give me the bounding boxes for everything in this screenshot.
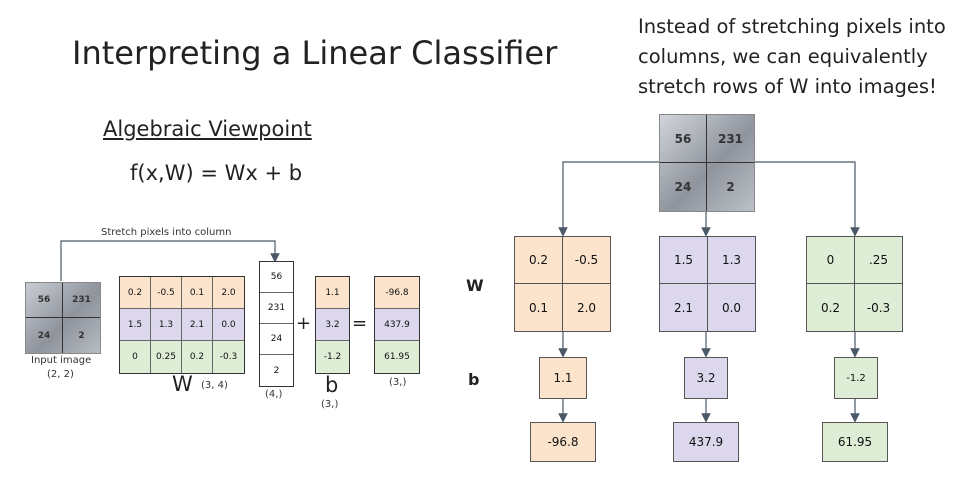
class1-bias: 1.1 [539,357,587,399]
stretch-arrow [60,240,280,281]
result-cell: -96.8 [375,277,419,309]
input-image-label: Input image [31,355,92,366]
class1-w-cell: 0.1 [514,283,563,332]
input-image: 56 231 24 2 [25,282,101,354]
w-cell: 0 [120,341,151,373]
w-shape: (3, 4) [201,380,228,391]
result-cell: 437.9 [375,309,419,341]
x-cell: 56 [260,262,293,293]
w-cell: 2.0 [213,277,244,309]
class2-w-cell: 2.1 [659,283,708,332]
row-label-w: W [466,276,484,295]
plus-sign: + [296,313,312,334]
input-pixel: 56 [26,283,63,318]
class2-bias: 3.2 [684,357,728,399]
note-text: Instead of stretching pixels into column… [638,15,946,98]
x-cell: 24 [260,324,293,355]
w-cell: -0.3 [213,341,244,373]
w-cell: 1.3 [151,309,182,341]
w-cell: 0.2 [182,341,213,373]
class3-bias: -1.2 [834,357,878,399]
row-label-b: b [468,370,480,389]
class1-score: -96.8 [530,422,596,462]
class3-w-cell: -0.3 [854,283,903,332]
class2-w-cell: 1.3 [707,236,756,284]
equals-sign: = [352,313,368,334]
w-cell: 0.0 [213,309,244,341]
class1-w-cell: 2.0 [562,283,611,332]
top-image-pixel: 24 [660,163,707,211]
w-cell: -0.5 [151,277,182,309]
page-title: Interpreting a Linear Classifier [72,34,558,72]
w-label: W [172,372,193,396]
top-image-pixel: 231 [707,115,754,163]
b-shape: (3,) [321,399,339,410]
b-label: b [325,373,339,397]
w-cell: 0.2 [120,277,151,309]
class1-w-cell: 0.2 [514,236,563,284]
result-column: -96.8 437.9 61.95 [374,276,420,374]
tree-arrow-1 [558,161,706,237]
input-pixel: 231 [63,283,100,318]
tree-arrow-3 [749,161,860,237]
formula: f(x,W) = Wx + b [130,161,303,185]
top-image-pixel: 56 [660,115,707,163]
class2-w-cell: 1.5 [659,236,708,284]
b-cell: -1.2 [316,341,349,373]
w-matrix: 0.2 -0.5 0.1 2.0 1.5 1.3 2.1 0.0 0 0.25 … [119,276,245,374]
x-cell: 2 [260,355,293,386]
class3-w-cell: 0 [806,236,855,284]
input-image-shape: (2, 2) [47,369,74,380]
input-pixel: 2 [78,330,85,341]
subtitle: Algebraic Viewpoint [103,117,312,141]
b-cell: 3.2 [316,309,349,341]
stretch-label: Stretch pixels into column [101,227,232,238]
result-shape: (3,) [389,377,407,388]
class3-score: 61.95 [822,422,888,462]
x-cell: 231 [260,293,293,324]
result-cell: 61.95 [375,341,419,373]
b-cell: 1.1 [316,277,349,309]
class2-score: 437.9 [673,422,739,462]
w-cell: 0.1 [182,277,213,309]
top-cat-image: 56 231 24 2 [659,114,755,212]
class3-w-cell: 0.2 [806,283,855,332]
w-cell: 1.5 [120,309,151,341]
b-column: 1.1 3.2 -1.2 [315,276,350,374]
w-cell: 0.25 [151,341,182,373]
class3-w-cell: .25 [854,236,903,284]
x-column: 56 231 24 2 [259,261,294,387]
x-shape: (4,) [265,389,283,400]
class2-w-cell: 0.0 [707,283,756,332]
top-image-pixel: 2 [726,180,735,194]
input-pixel: 24 [26,318,63,353]
class1-w-cell: -0.5 [562,236,611,284]
w-cell: 2.1 [182,309,213,341]
